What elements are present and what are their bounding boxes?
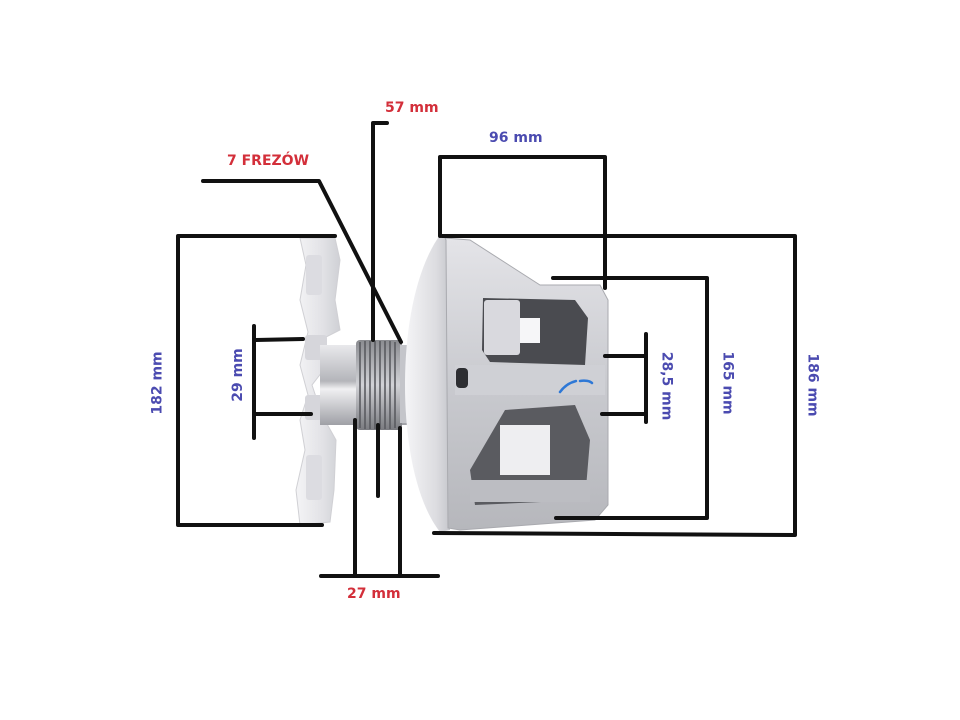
- label-fan-diameter: 182 mm: [149, 351, 166, 415]
- label-housing-outer-height: 186 mm: [804, 353, 821, 417]
- label-teeth-count: 7 FREZÓW: [227, 153, 310, 169]
- label-housing-inner-height: 165 mm: [719, 351, 736, 415]
- label-pulley-width: 27 mm: [347, 586, 401, 602]
- label-housing-bore: 28,5 mm: [658, 351, 675, 421]
- dimension-lines: [176, 121, 797, 578]
- clutch-housing: [444, 237, 609, 531]
- label-housing-width: 96 mm: [489, 130, 543, 146]
- grooved-pulley: [356, 340, 410, 430]
- sheave-disc: [405, 235, 450, 532]
- label-fan-bore: 29 mm: [229, 348, 246, 402]
- label-shaft-length: 57 mm: [385, 100, 439, 116]
